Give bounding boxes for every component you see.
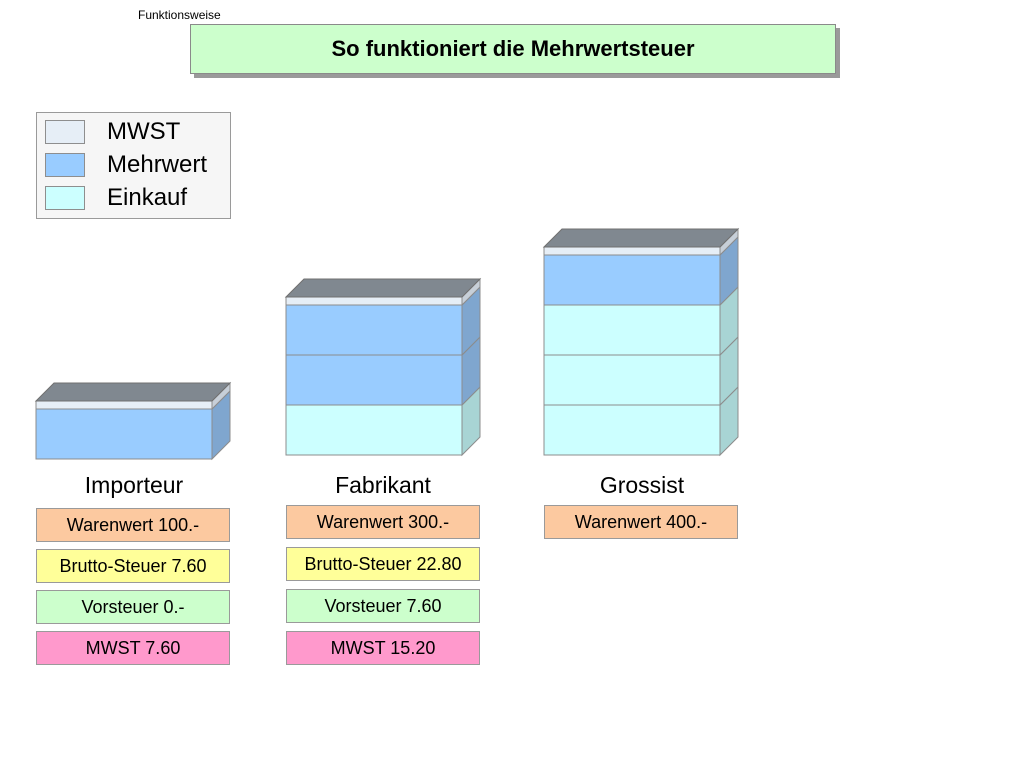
grossist-warenwert-box: Warenwert 400.- [544, 505, 738, 539]
column-label-importeur: Importeur [84, 472, 184, 498]
importeur-top-face [34, 382, 232, 402]
legend-item-mehrwert: Mehrwert [45, 151, 208, 178]
column-label-grossist: Grossist [599, 472, 685, 498]
legend-item-einkauf: Einkauf [45, 184, 188, 211]
grossist-mwst-cap [543, 246, 721, 256]
importeur-layer-0-mehrwert [35, 408, 213, 460]
importeur-mwst-box: MWST 7.60 [36, 631, 230, 665]
fabrikant-layer-0-einkauf [285, 404, 463, 456]
legend-label-einkauf: Einkauf [107, 184, 188, 211]
grossist-layer-2-einkauf [543, 304, 721, 356]
legend-item-mwst: MWST [45, 118, 181, 145]
title-box: So funktioniert die Mehrwertsteuer [190, 24, 836, 74]
section-label: Funktionsweise [138, 8, 221, 22]
grossist-top-face [542, 228, 740, 248]
legend-swatch-einkauf [45, 186, 85, 210]
grossist-layer-3-mehrwert [543, 254, 721, 306]
fabrikant-layer-1-mehrwert [285, 354, 463, 406]
fabrikant-layer-2-mehrwert [285, 304, 463, 356]
fabrikant-warenwert-box: Warenwert 300.- [286, 505, 480, 539]
column-label-fabrikant: Fabrikant [335, 472, 431, 498]
legend: MWST Mehrwert Einkauf [36, 112, 231, 219]
fabrikant-mwst-box: MWST 15.20 [286, 631, 480, 665]
legend-swatch-mwst [45, 120, 85, 144]
grossist-layer-0-einkauf [543, 404, 721, 456]
fabrikant-vorsteuer-box: Vorsteuer 7.60 [286, 589, 480, 623]
importeur-brutto-steuer-box: Brutto-Steuer 7.60 [36, 549, 230, 583]
legend-label-mehrwert: Mehrwert [107, 151, 208, 178]
fabrikant-brutto-steuer-box: Brutto-Steuer 22.80 [286, 547, 480, 581]
page-title: So funktioniert die Mehrwertsteuer [331, 36, 695, 61]
fabrikant-top-face [284, 278, 482, 298]
importeur-mwst-cap [35, 400, 213, 410]
importeur-warenwert-box: Warenwert 100.- [36, 508, 230, 542]
legend-swatch-mehrwert [45, 153, 85, 177]
grossist-layer-1-einkauf [543, 354, 721, 406]
importeur-vorsteuer-box: Vorsteuer 0.- [36, 590, 230, 624]
legend-label-mwst: MWST [107, 118, 181, 145]
fabrikant-mwst-cap [285, 296, 463, 306]
